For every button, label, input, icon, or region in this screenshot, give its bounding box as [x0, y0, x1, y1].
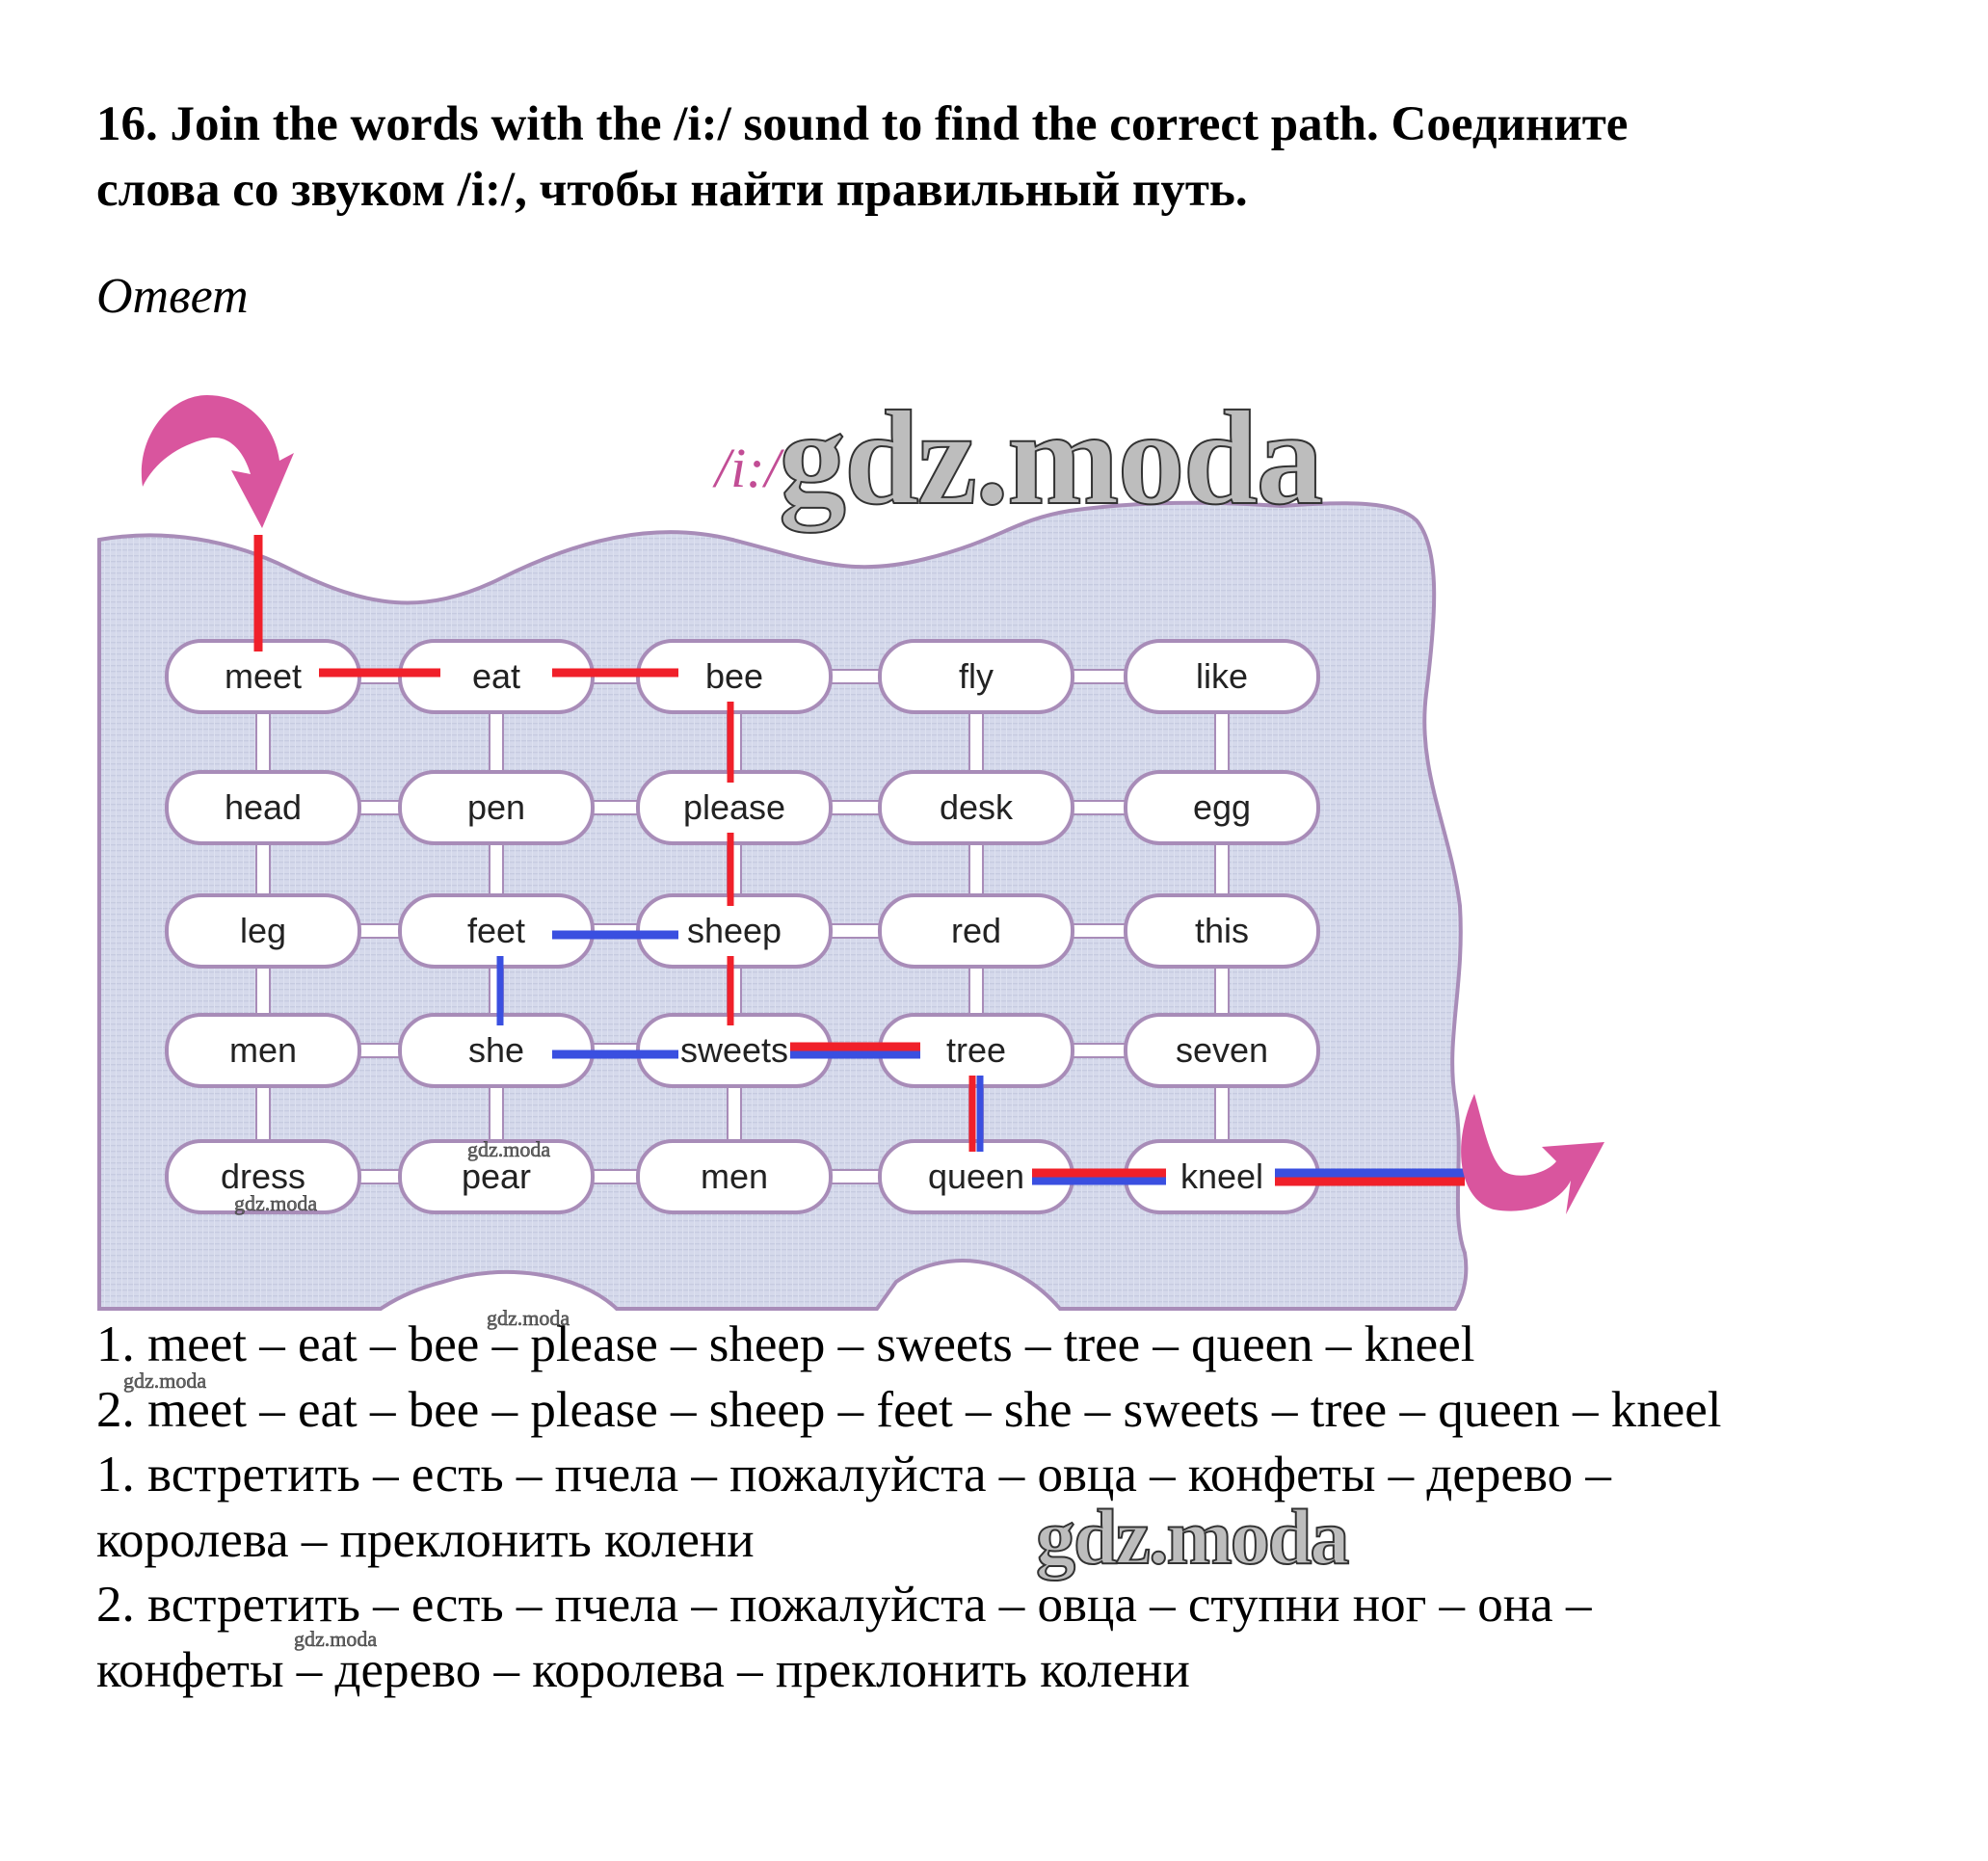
maze-cell-word: leg — [240, 911, 286, 950]
answer-ru-2a: 2. встретить – есть – пчела – пожалуйста… — [96, 1577, 1592, 1633]
maze-cell-red: red — [878, 893, 1074, 969]
maze-cell-word: eat — [472, 656, 520, 696]
watermark-medium: gdz.moda — [1035, 1492, 1350, 1582]
maze-cell-word: like — [1196, 656, 1248, 696]
maze-cell-word: please — [683, 787, 785, 827]
maze-cell-word: pen — [467, 787, 525, 827]
maze-cell-word: sweets — [680, 1030, 788, 1070]
maze-cell-box — [165, 1013, 361, 1088]
maze-cell-pear: pear — [398, 1139, 595, 1214]
maze-cell-box — [1124, 893, 1320, 969]
maze-cell-box — [878, 770, 1074, 845]
maze-cell-word: red — [951, 911, 1001, 950]
maze-cell-box — [1124, 1013, 1320, 1088]
answer-en-2: 2. meet – eat – bee – please – sheep – f… — [96, 1381, 1722, 1438]
watermark-small: gdz.moda — [294, 1627, 378, 1652]
maze-cell-box — [398, 770, 595, 845]
maze-cell-pen: pen — [398, 770, 595, 845]
curved-arrow-down-icon — [141, 395, 294, 528]
maze-cell-box — [878, 893, 1074, 969]
watermark-small: gdz.moda — [467, 1137, 551, 1162]
maze-cell-men: men — [636, 1139, 833, 1214]
watermark-small: gdz.moda — [487, 1306, 570, 1331]
maze-cell-box — [165, 1139, 361, 1214]
maze-cell-box — [398, 1139, 595, 1214]
maze-cell-box — [165, 770, 361, 845]
maze-cell-queen: queen — [878, 1139, 1074, 1214]
word-maze: meet eat bee fly like head pen please desk egg leg… — [97, 395, 1604, 1311]
maze-cell-this: this — [1124, 893, 1320, 969]
answer-en-1: 1. meet – eat – bee – please – sheep – s… — [96, 1316, 1475, 1372]
maze-cell-word: queen — [928, 1156, 1024, 1196]
maze-cell-head: head — [165, 770, 361, 845]
maze-arrows — [141, 395, 1604, 1214]
exercise-title-line-1: 16. Join the words with the /i:/ sound t… — [96, 97, 1629, 151]
maze-cell-word: this — [1195, 911, 1249, 950]
maze-cell-fly: fly — [878, 639, 1074, 714]
maze-cell-word: egg — [1193, 787, 1251, 827]
maze-cell-feet: feet — [398, 893, 595, 969]
maze-cell-word: meet — [225, 656, 302, 696]
answer-heading: Ответ — [96, 269, 249, 324]
maze-cell-word: men — [229, 1030, 297, 1070]
maze-cell-word: men — [701, 1156, 768, 1196]
maze-cell-box — [636, 1139, 833, 1214]
maze-cell-word: feet — [467, 911, 525, 950]
maze-cell-please: please — [636, 770, 833, 845]
maze-cell-box — [878, 639, 1074, 714]
maze-cell-word: bee — [705, 656, 763, 696]
maze-cell-like: like — [1124, 639, 1320, 714]
watermark-large: gdz.moda — [778, 383, 1324, 534]
maze-cell-egg: egg — [1124, 770, 1320, 845]
answer-list: 1. meet – eat – bee – please – sheep – s… — [96, 1313, 1985, 1703]
maze-cell-box — [636, 770, 833, 845]
maze-cell-bee: bee — [636, 639, 833, 714]
maze-cell-box — [165, 893, 361, 969]
maze-cell-box — [1124, 639, 1320, 714]
maze-cell-tree: tree — [878, 1013, 1074, 1088]
maze-cell-word: tree — [946, 1030, 1006, 1070]
maze-cell-desk: desk — [878, 770, 1074, 845]
maze-cell-word: sheep — [687, 911, 782, 950]
maze-cell-word: kneel — [1180, 1156, 1263, 1196]
maze-cell-word: seven — [1176, 1030, 1268, 1070]
maze-cell-eat: eat — [398, 639, 595, 714]
phoneme-label: /i:/ — [715, 437, 781, 499]
exercise-title: 16. Join the words with the /i:/ sound t… — [96, 92, 1927, 223]
maze-cells: meet eat bee fly like head pen please desk egg leg… — [165, 639, 1320, 1214]
maze-cell-word: she — [468, 1030, 524, 1070]
answer-ru-1b: королева – преклонить колени — [96, 1511, 755, 1568]
maze-paths — [253, 535, 1465, 1186]
maze-cell-seven: seven — [1124, 1013, 1320, 1088]
maze-cell-she: she — [398, 1013, 595, 1088]
watermark-small: gdz.moda — [123, 1369, 207, 1394]
curved-arrow-right-icon — [1461, 1094, 1604, 1214]
maze-cell-word: desk — [940, 787, 1014, 827]
maze-cell-box — [1124, 770, 1320, 845]
exercise-title-line-2: слова со звуком /i:/, чтобы найти правил… — [96, 163, 1248, 217]
maze-cell-men: men — [165, 1013, 361, 1088]
maze-cell-leg: leg — [165, 893, 361, 969]
watermark-small: gdz.moda — [234, 1191, 318, 1216]
maze-cell-word: fly — [959, 656, 994, 696]
answer-ru-1a: 1. встретить – есть – пчела – пожалуйста… — [96, 1447, 1611, 1502]
maze-cell-word: pear — [462, 1156, 531, 1196]
maze-cell-word: head — [225, 787, 302, 827]
maze-cell-dress: dress — [165, 1139, 361, 1214]
answer-ru-2b: конфеты – дерево – королева – преклонить… — [96, 1641, 1190, 1698]
maze-cell-word: dress — [221, 1156, 305, 1196]
